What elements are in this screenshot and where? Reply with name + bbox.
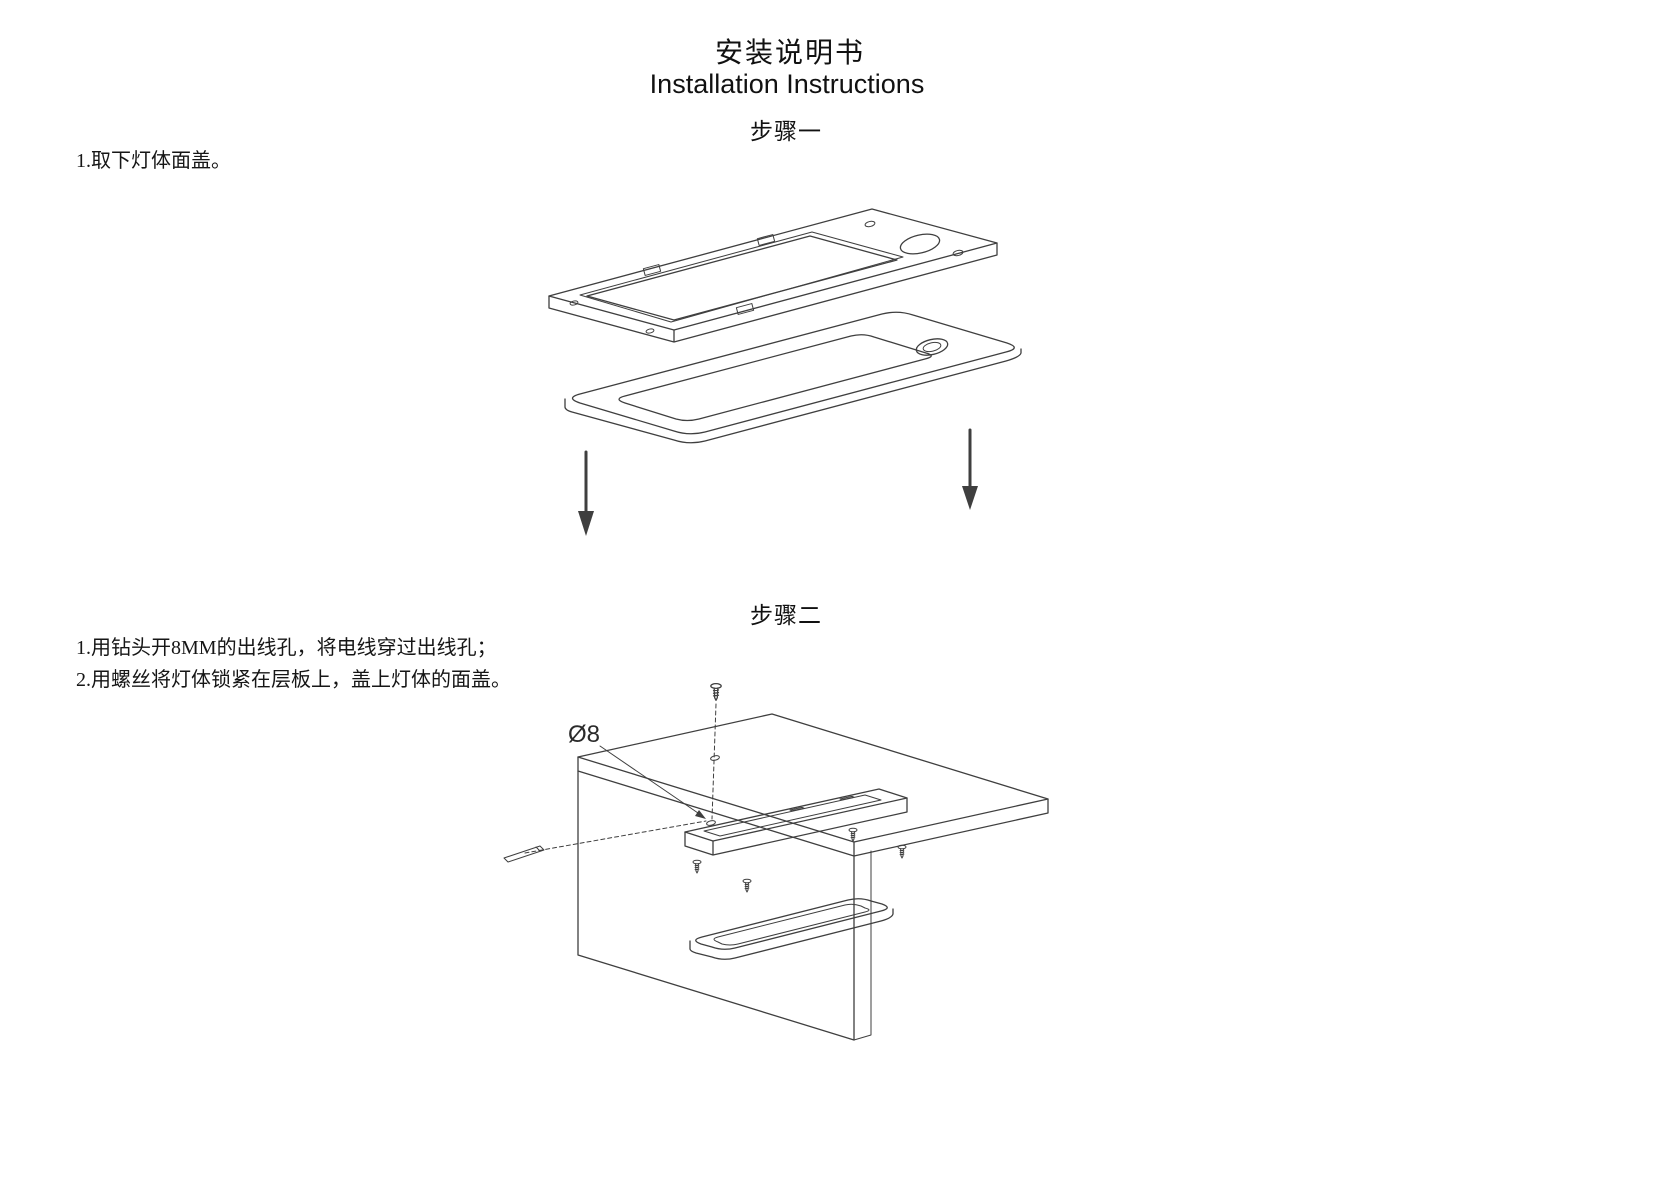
alignment-dashed-lines bbox=[524, 703, 717, 854]
screw-icon bbox=[848, 827, 858, 842]
step1-instruction-1: 1.取下灯体面盖。 bbox=[76, 150, 231, 172]
step1-heading: 步骤一 bbox=[750, 118, 822, 144]
lamp-body-mounted-drawing bbox=[684, 788, 908, 856]
lamp-body-frame-drawing bbox=[548, 208, 998, 343]
cover-button-circle bbox=[915, 338, 949, 356]
down-arrow-right-icon bbox=[962, 428, 978, 510]
shelf-board-drawing bbox=[577, 713, 1049, 1041]
page-title-chinese: 安装说明书 bbox=[714, 37, 866, 68]
lamp-screw-hole bbox=[706, 820, 716, 826]
wire-hole bbox=[899, 233, 941, 255]
lamp-cover-below-drawing bbox=[689, 898, 894, 960]
step2-heading: 步骤二 bbox=[750, 602, 822, 628]
screw-icon bbox=[897, 844, 907, 859]
hole-diameter-label: Ø8 bbox=[568, 721, 600, 748]
lamp-cover-drawing bbox=[564, 311, 1022, 444]
step2-installation-drawing: Ø8 bbox=[503, 683, 1049, 1041]
down-arrow-left-icon bbox=[578, 450, 594, 536]
step1-exploded-view-drawing bbox=[548, 208, 1022, 536]
screw-icon bbox=[742, 878, 752, 893]
mounting-screws-drawing bbox=[692, 683, 907, 893]
step2-instruction-2: 2.用螺丝将灯体锁紧在层板上，盖上灯体的面盖。 bbox=[76, 669, 511, 691]
page-title-english: Installation Instructions bbox=[649, 69, 925, 99]
screw-icon bbox=[710, 683, 722, 701]
screw-icon bbox=[692, 859, 702, 874]
hole-diameter-callout: Ø8 bbox=[568, 721, 706, 819]
shelf-wire-hole bbox=[710, 755, 720, 761]
drill-bit-drawing bbox=[503, 845, 545, 863]
step2-instruction-1: 1.用钻头开8MM的出线孔，将电线穿过出线孔； bbox=[76, 637, 497, 659]
